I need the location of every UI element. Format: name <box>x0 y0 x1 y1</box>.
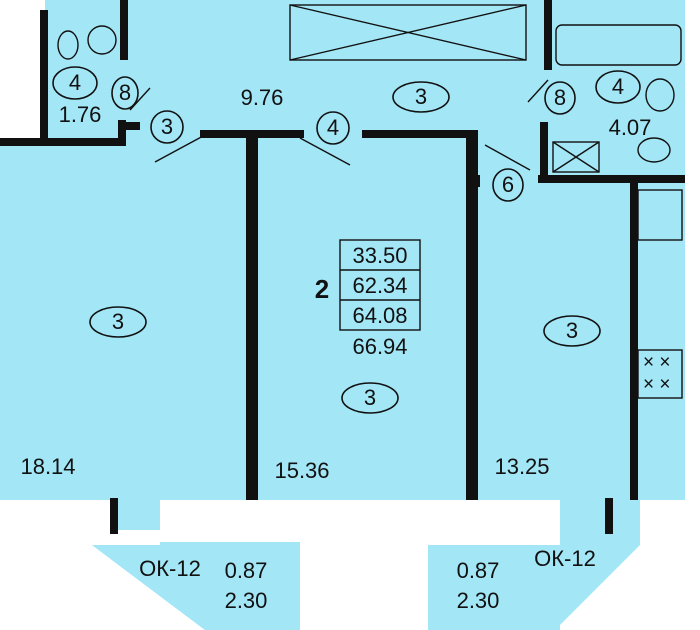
bathtub <box>555 24 682 66</box>
balcony-right-code: ОК-12 <box>534 546 596 571</box>
area-living: 33.50 <box>352 243 407 268</box>
rooms-count: 2 <box>315 274 329 304</box>
sink-left <box>87 25 117 55</box>
wc-area: 1.76 <box>59 102 102 127</box>
balcony-right-area2: 2.30 <box>457 588 500 613</box>
washer <box>552 141 600 173</box>
wardrobe <box>289 4 527 61</box>
balcony-gap <box>160 500 560 542</box>
hall-area: 9.76 <box>241 85 284 110</box>
room-mid-area: 15.36 <box>274 458 329 483</box>
svg-text:× ×: × × <box>643 352 670 373</box>
wc-door-code: 8 <box>119 80 131 105</box>
area-total: 66.94 <box>352 334 407 359</box>
area-reduced: 64.08 <box>352 303 407 328</box>
walls <box>0 0 685 534</box>
balcony-left-area2: 2.30 <box>225 588 268 613</box>
room-left-area: 18.14 <box>20 454 75 479</box>
kitchen-door-code: 6 <box>502 172 514 197</box>
balcony-left-code: ОК-12 <box>139 556 201 581</box>
svg-text:× ×: × × <box>643 374 670 395</box>
kitchen-finish-code: 3 <box>566 318 578 343</box>
sink-bath <box>645 78 675 112</box>
bath-door-code: 8 <box>554 85 566 110</box>
stove <box>637 349 683 399</box>
kitchen-area: 13.25 <box>494 454 549 479</box>
room-mid-finish-code: 3 <box>364 385 376 410</box>
balcony-right-area1: 0.87 <box>457 558 500 583</box>
area-box <box>339 239 421 331</box>
fixtures: × × × × <box>57 4 683 399</box>
hall-door-code-mid: 4 <box>327 115 339 140</box>
bath-finish-code: 4 <box>612 74 624 99</box>
hall-door-code-left: 3 <box>161 114 173 139</box>
balcony-right-floor <box>428 545 640 630</box>
hall-finish-code: 3 <box>415 84 427 109</box>
apartment-floor <box>0 0 685 530</box>
balcony-left-floor <box>92 545 300 630</box>
area-general: 62.34 <box>352 273 407 298</box>
toilet-bath <box>637 137 671 163</box>
balcony-left-area1: 0.87 <box>225 558 268 583</box>
room-left-finish-code: 3 <box>112 309 124 334</box>
toilet-left <box>57 30 79 60</box>
kitchen-sink <box>637 189 683 241</box>
wc-finish-code: 4 <box>69 70 81 95</box>
bath-area: 4.07 <box>609 115 652 140</box>
